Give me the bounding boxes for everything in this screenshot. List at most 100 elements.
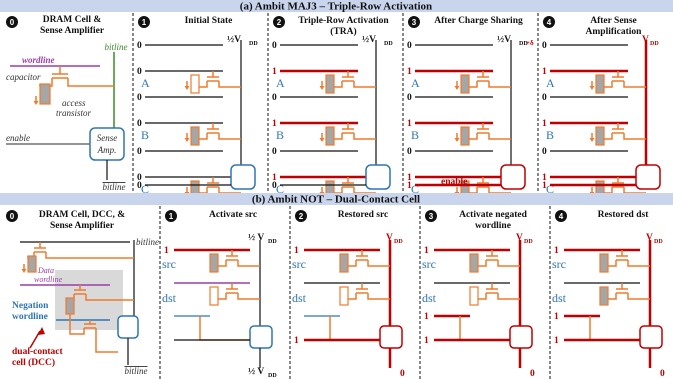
cell-capacitor — [339, 286, 349, 306]
panel-number: 0 — [10, 18, 15, 27]
row-value: 1 — [407, 67, 412, 77]
bitline-bar-label: bitline — [103, 182, 126, 192]
capacitor-label: capacitor — [6, 72, 41, 82]
dcc-path — [589, 316, 640, 341]
cell-transistor — [603, 250, 650, 267]
bitline-bar-label: bitline — [125, 366, 148, 376]
row-value: 1 — [542, 173, 547, 183]
cell-transistor — [603, 283, 650, 300]
bitline-label: bitline — [136, 237, 159, 247]
enable-value: 1 — [542, 181, 547, 191]
panel-number-badge — [425, 210, 437, 222]
wordline-label: wordline — [22, 55, 55, 65]
cell-transistor — [329, 177, 376, 194]
row-value: 1 — [407, 119, 412, 129]
row-label-b: B — [411, 128, 419, 142]
panel-title: Restored src — [338, 210, 389, 220]
top-section-title: (a) Ambit MAJ3 – Triple-Row Activation — [240, 1, 432, 13]
cell-transistor — [213, 250, 260, 267]
vdd-subscript: DD — [394, 239, 403, 245]
src-label: src — [552, 257, 566, 271]
leak-arrow — [453, 80, 461, 91]
vdd-subscript: DD — [524, 239, 533, 245]
src-value: 1 — [554, 246, 559, 256]
vdd-label: V — [646, 233, 653, 243]
row-value: 0 — [137, 119, 142, 129]
negation-label-1: Negation — [12, 301, 49, 311]
panel-number: 3 — [412, 18, 417, 27]
panel-title: After Charge Sharing — [434, 16, 523, 26]
vdd-subscript-bottom: DD — [268, 373, 277, 379]
row-value: 0 — [137, 41, 142, 51]
cell-capacitor — [469, 286, 479, 306]
dst-label: dst — [422, 291, 437, 305]
row-value: 1 — [407, 173, 412, 183]
vdd-label: V — [642, 35, 649, 45]
src-value: 1 — [164, 246, 169, 256]
half-vdd-label: ½ V — [248, 233, 264, 243]
panel-number-badge — [543, 16, 555, 28]
cell-capacitor — [460, 126, 470, 146]
row-value: 0 — [137, 173, 142, 183]
row-value: 0 — [542, 41, 547, 51]
panel-number-badge — [6, 16, 18, 28]
cell-capacitor — [595, 126, 605, 146]
cell-capacitor — [325, 126, 335, 146]
sense-amplifier — [509, 325, 533, 349]
sense-label: Sense — [97, 133, 118, 143]
panel-title: Activate negated — [459, 210, 528, 220]
vdd-subscript: DD — [249, 41, 258, 47]
row-value: 0 — [137, 93, 142, 103]
delta-label: +δ — [526, 39, 534, 47]
cell-capacitor — [190, 74, 200, 94]
cell-capacitor — [599, 253, 609, 273]
row-label-a: A — [141, 76, 150, 90]
sense-amplifier — [500, 164, 526, 190]
capacitor-shape — [39, 83, 51, 105]
bitline-bar-value: 0 — [400, 369, 405, 379]
panel-number-badge — [408, 16, 420, 28]
panel-subtitle: Amplification — [586, 27, 643, 37]
panel-title: Initial State — [185, 16, 233, 26]
cell-capacitor — [339, 253, 349, 273]
enable-label: enable — [441, 177, 467, 187]
row-label-c: C — [546, 182, 554, 196]
leak-arrow — [318, 132, 326, 143]
cell-transistor — [464, 123, 511, 140]
dcc-label-2: cell (DCC) — [12, 357, 55, 368]
sense-amplifier — [249, 325, 273, 349]
vdd-subscript: DD — [654, 239, 663, 245]
half-vdd-label-bottom: ½ V — [248, 367, 264, 377]
cell-transistor — [464, 71, 511, 88]
dcc-label-1: dual-contact — [12, 347, 64, 357]
panel-number: 3 — [429, 212, 434, 221]
row-value: 0 — [272, 93, 277, 103]
dcc-path — [459, 316, 510, 341]
row-label-b: B — [141, 128, 149, 142]
panel-number: 1 — [169, 212, 174, 221]
leak-arrow — [20, 263, 28, 274]
panel-subtitle: (TRA) — [330, 26, 356, 37]
cell-transistor — [464, 177, 511, 194]
panel-number: 2 — [277, 18, 282, 27]
data-wordline-label-2: wordline — [34, 275, 63, 284]
src-value: 1 — [424, 246, 429, 256]
vdd-subscript: DD — [519, 41, 528, 47]
cell-capacitor — [190, 126, 200, 146]
dst-label: dst — [162, 291, 177, 305]
panel-title: DRAM Cell, DCC, & — [39, 210, 125, 220]
panel-number-badge — [138, 16, 150, 28]
cell-transistor — [194, 123, 241, 140]
cell-transistor — [599, 177, 646, 194]
leak-arrow — [318, 80, 326, 91]
panel-number-badge — [295, 210, 307, 222]
cell-transistor — [27, 242, 134, 259]
half-vdd-label: ½V — [497, 35, 511, 45]
vdd-subscript: DD — [268, 239, 277, 245]
row-label-a: A — [411, 76, 420, 90]
panel-title: Triple-Row Activation — [298, 16, 389, 26]
row-label-c: C — [411, 182, 419, 196]
row-value: 0 — [542, 93, 547, 103]
bitline-bar-value: 0 — [660, 369, 665, 379]
